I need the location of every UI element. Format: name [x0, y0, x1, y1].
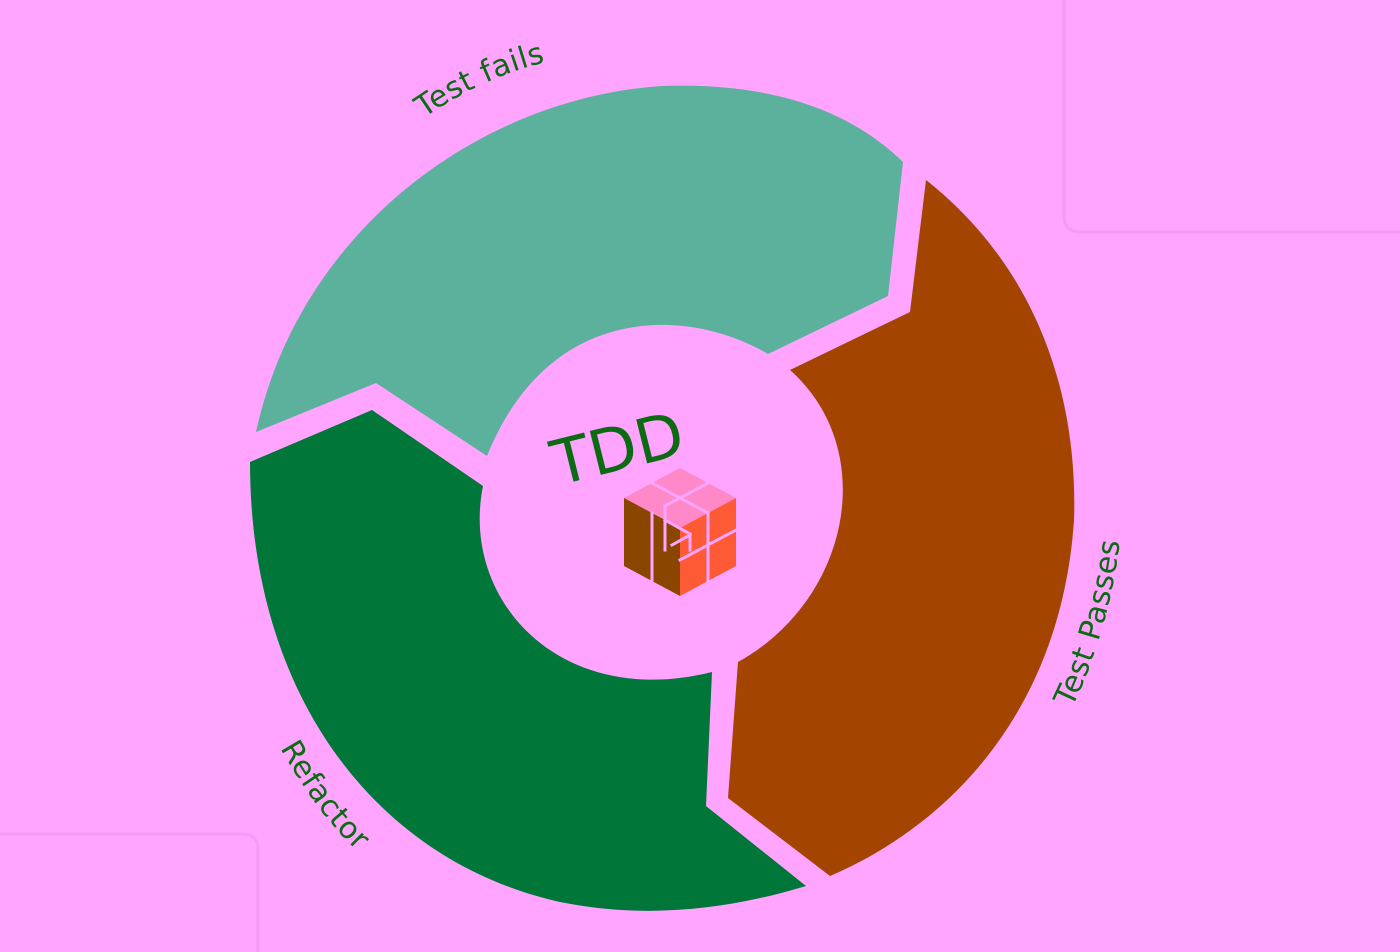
- segment-refactor: [250, 410, 806, 911]
- background-panel-top-right: [1062, 0, 1400, 234]
- label-test-fails: Test fails: [408, 36, 548, 125]
- label-test-fails-text: Test fails: [408, 36, 547, 125]
- cube-logo-icon: [624, 468, 739, 596]
- segment-test-fails: [256, 85, 903, 457]
- background-panel-bottom-left: [0, 832, 260, 952]
- segment-test-passes: [728, 180, 1075, 876]
